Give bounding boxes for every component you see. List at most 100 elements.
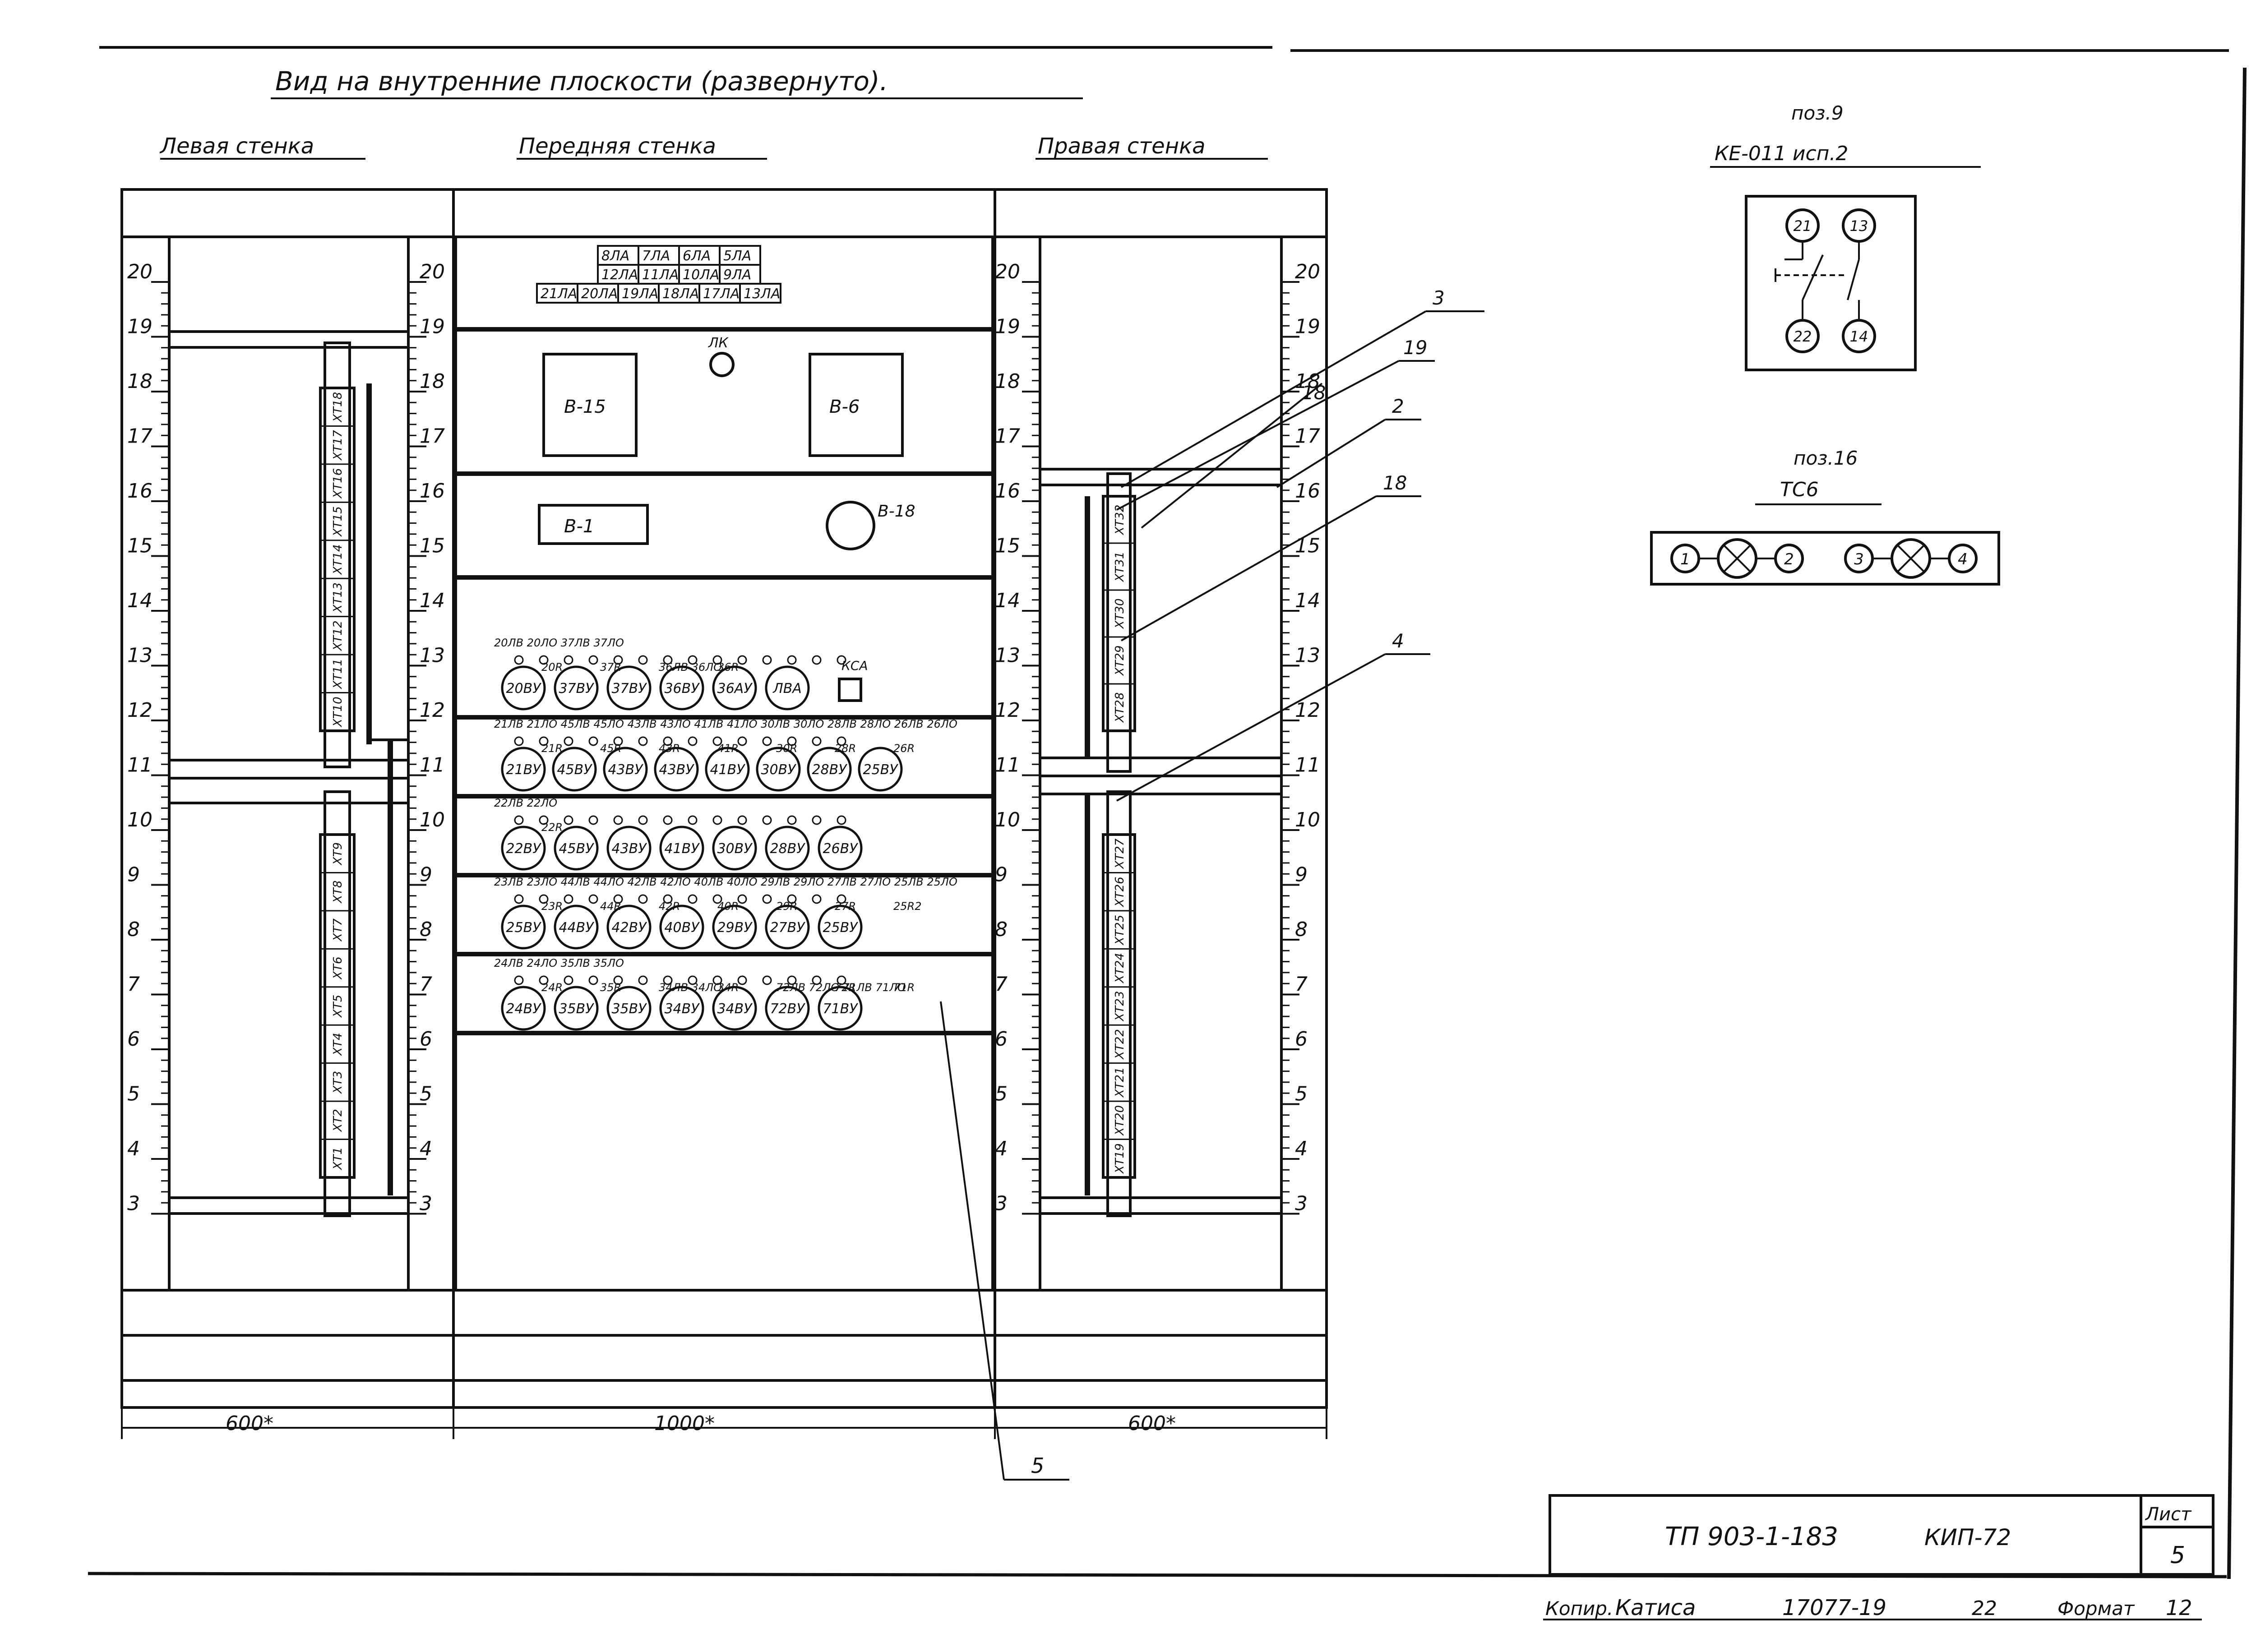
- right-terminal-ХТ20: ХТ20: [1113, 1105, 1127, 1136]
- indicator-lamp-icon: [762, 815, 772, 825]
- switch-27ВУ: [765, 904, 810, 950]
- left-terminal-ХТ7: ХТ7: [331, 918, 345, 942]
- terminal-1: 1: [1680, 550, 1690, 568]
- switch-43ВУ: [606, 826, 652, 871]
- indicator-lamp-icon: [539, 815, 549, 825]
- left-terminal-ХТ3: ХТ3: [331, 1071, 345, 1094]
- switch-41ВУ: [659, 826, 704, 871]
- ruler-number-11: 11: [995, 754, 1020, 777]
- ruler-number-19: 19: [127, 315, 153, 338]
- ruler-number-7: 7: [127, 973, 140, 996]
- switch-label-37ВУ: 37ВУ: [611, 681, 647, 697]
- ruler-number-16: 16: [420, 480, 445, 503]
- indicator-label-10ЛА: 10ЛА: [683, 267, 719, 283]
- terminal-4: 4: [1958, 550, 1968, 568]
- panel-row-3-resistor-label: 22R: [541, 821, 563, 834]
- ruler-number-16: 16: [995, 480, 1020, 503]
- indicator-lamp-icon: [688, 894, 698, 904]
- indicator-lamp-icon: [812, 655, 822, 665]
- device-b1-label: В-1: [564, 516, 594, 537]
- ruler-number-8: 8: [420, 918, 432, 941]
- switch-40ВУ: [659, 904, 704, 950]
- ruler-number-18: 18: [1295, 370, 1320, 393]
- right-terminal-ХТ24: ХТ24: [1113, 953, 1127, 984]
- ruler-number-20: 20: [1295, 260, 1320, 283]
- callout-leaders: [940, 310, 1484, 1481]
- indicator-label-17ЛА: 17ЛА: [703, 286, 740, 302]
- ruler-number-10: 10: [995, 808, 1020, 831]
- indicator-lamp-icon: [737, 975, 747, 985]
- indicator-label-7ЛА: 7ЛА: [642, 248, 670, 264]
- indicator-lamp-icon: [812, 894, 822, 904]
- indicator-lamp-icon: [613, 815, 623, 825]
- indicator-lamp-icon: [712, 815, 722, 825]
- switch-label-22ВУ: 22ВУ: [506, 841, 541, 857]
- left-terminal-ХТ18: ХТ18: [331, 392, 345, 423]
- right-wall: [994, 188, 1328, 1409]
- switch-34ВУ: [712, 986, 757, 1031]
- indicator-lamp-icon: [837, 736, 846, 746]
- left-terminal-ХТ14: ХТ14: [331, 545, 345, 576]
- switch-35ВУ: [606, 986, 652, 1031]
- stamp-list-label: Лист: [2145, 1504, 2192, 1525]
- switch-20ВУ: [501, 665, 546, 711]
- indicator-lamp-icon: [638, 815, 648, 825]
- contact-13: 13: [1850, 217, 1868, 235]
- ruler-number-18: 18: [995, 370, 1020, 393]
- ruler-number-19: 19: [995, 315, 1020, 338]
- pos16-subtitle: ТС6: [1780, 478, 1819, 501]
- indicator-lamp-icon: [663, 655, 673, 665]
- switch-label-37ВУ: 37ВУ: [559, 681, 594, 697]
- ruler-number-6: 6: [127, 1028, 140, 1051]
- ruler-number-14: 14: [995, 589, 1020, 612]
- ruler-number-8: 8: [127, 918, 140, 941]
- switch-label-28ВУ: 28ВУ: [770, 841, 805, 857]
- indicator-lamp-icon: [539, 736, 549, 746]
- indicator-lamp-icon: [588, 894, 598, 904]
- right-terminal-ХТ26: ХТ26: [1113, 877, 1127, 908]
- indicator-lamp-icon: [737, 736, 747, 746]
- switch-label-43ВУ: 43ВУ: [659, 762, 694, 778]
- indicator-lamp-icon: [564, 815, 573, 825]
- ruler-number-9: 9: [127, 863, 140, 886]
- indicator-lamp-icon: [688, 736, 698, 746]
- ruler-number-18: 18: [420, 370, 445, 393]
- indicator-lamp-icon: [688, 815, 698, 825]
- footer-format-value: 12: [2166, 1596, 2192, 1620]
- ruler-number-3: 3: [1295, 1192, 1308, 1215]
- indicator-lamp-icon: [588, 975, 598, 985]
- indicator-lamp-icon: [762, 736, 772, 746]
- ruler-number-14: 14: [1295, 589, 1320, 612]
- indicator-label-12ЛА: 12ЛА: [601, 267, 638, 283]
- left-terminal-ХТ17: ХТ17: [331, 430, 345, 461]
- panel-row-5-lamp-labels: 24ЛВ 24ЛО 35ЛВ 35ЛО: [494, 957, 624, 969]
- contact-14: 14: [1850, 328, 1868, 345]
- ruler-number-20: 20: [420, 260, 445, 283]
- right-border: [2227, 67, 2247, 1579]
- switch-label-34ВУ: 34ВУ: [664, 1001, 700, 1017]
- ruler-number-9: 9: [1295, 863, 1308, 886]
- switch-72ВУ: [765, 986, 810, 1031]
- switch-label-34ВУ: 34ВУ: [717, 1001, 753, 1017]
- switch-35ВУ: [554, 986, 599, 1031]
- ruler-number-9: 9: [420, 863, 432, 886]
- indicator-lamp-icon: [539, 655, 549, 665]
- ruler-number-15: 15: [420, 535, 445, 558]
- switch-22ВУ: [501, 826, 546, 871]
- indicator-lamp-icon: [588, 655, 598, 665]
- footer-number: 17077-19: [1782, 1595, 1886, 1620]
- indicator-lamp-icon: [514, 815, 524, 825]
- callout-3: 3: [1433, 287, 1445, 309]
- ruler-number-10: 10: [127, 808, 153, 831]
- switch-label-42ВУ: 42ВУ: [611, 920, 647, 936]
- switch-label-25ВУ: 25ВУ: [863, 762, 898, 778]
- right-wall-label: Правая стенка: [1038, 134, 1205, 159]
- left-terminal-ХТ9: ХТ9: [331, 842, 345, 866]
- switch-25ВУ: [501, 904, 546, 950]
- callout-18-upper: 18: [1302, 382, 1326, 404]
- switch-label-44ВУ: 44ВУ: [559, 920, 594, 936]
- stamp-sheet-label: КИП-72: [1924, 1524, 2011, 1550]
- indicator-lamp-icon: [787, 655, 797, 665]
- ruler-number-7: 7: [1295, 973, 1308, 996]
- right-terminal-ХТ27: ХТ27: [1113, 838, 1127, 869]
